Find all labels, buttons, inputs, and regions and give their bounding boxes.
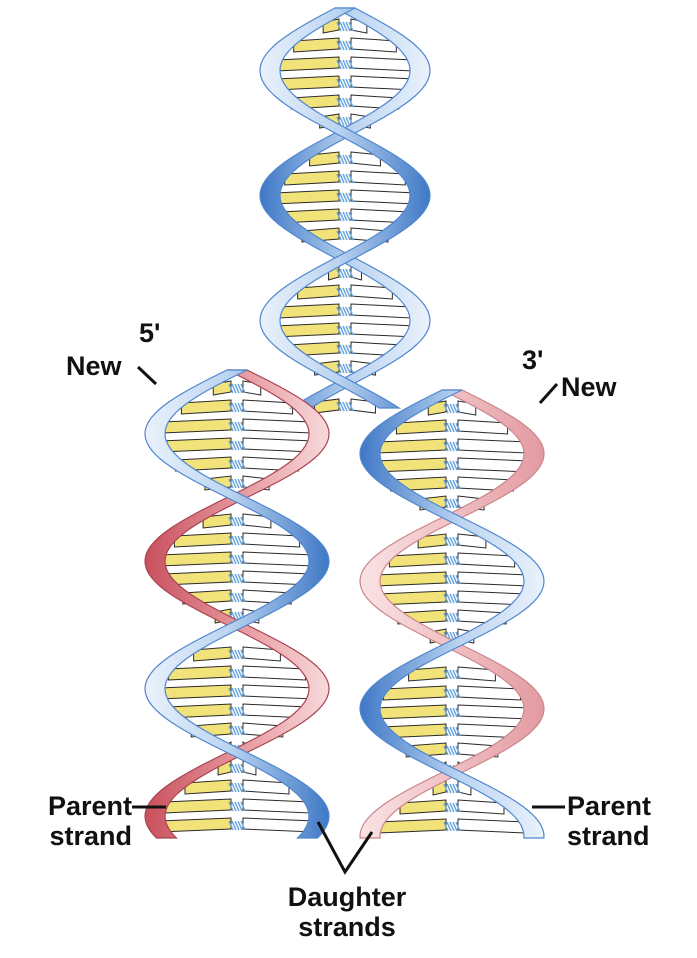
daughter-strands-label: Daughter strands — [252, 882, 442, 942]
parent-helix-base-left — [277, 57, 339, 71]
parent-strand-label-right-line1: Parent — [567, 791, 651, 821]
left-daughter-helix-base-right — [243, 552, 314, 566]
parent-helix-base-left — [278, 304, 339, 318]
leader-new-right — [540, 384, 557, 403]
right-daughter-helix-base-left — [375, 572, 446, 586]
right-daughter-helix-base-left — [384, 686, 446, 700]
left-daughter-helix-base-right — [243, 419, 312, 433]
left-daughter-helix-base-right — [243, 799, 310, 813]
right-daughter-helix-base-right — [458, 553, 515, 567]
left-daughter-helix-base-left — [164, 799, 231, 813]
parent-strand-label-left: Parent strand — [20, 791, 132, 851]
daughter-strands-label-line1: Daughter — [252, 882, 442, 912]
left-daughter-helix-base-left — [160, 552, 231, 566]
right-daughter-helix-base-left — [379, 819, 446, 833]
parent-helix-base-left — [285, 171, 339, 185]
right-daughter-helix-base-left — [374, 705, 446, 719]
right-daughter-helix-base-right — [458, 686, 520, 700]
parent-helix-base-right — [351, 190, 416, 204]
leader-new-left — [138, 367, 156, 384]
new-strand-label-right: New — [561, 372, 617, 402]
parent-helix-base-right — [351, 57, 413, 71]
parent-strand-label-right: Parent strand — [567, 791, 651, 851]
left-daughter-helix-base-left — [169, 666, 231, 680]
left-daughter-helix-base-right — [243, 685, 315, 699]
parent-strand-label-left-line1: Parent — [20, 791, 132, 821]
right-daughter-helix-base-right — [458, 705, 530, 719]
left-daughter-helix-base-right — [243, 666, 305, 680]
parent-helix-base-right — [351, 171, 405, 185]
left-daughter-helix-base-left — [159, 685, 231, 699]
left-daughter-helix-base-right — [243, 533, 300, 547]
left-daughter-helix-base-left — [174, 533, 231, 547]
parent-helix-base-left — [274, 190, 339, 204]
base-pair-rungs — [159, 19, 530, 833]
right-daughter-helix-base-right — [458, 439, 527, 453]
right-daughter-helix-base-right — [458, 572, 529, 586]
right-daughter-helix-base-right — [458, 819, 525, 833]
daughter-strands-label-line2: strands — [252, 912, 442, 942]
five-prime-label: 5' — [139, 318, 160, 348]
new-strand-label-left: New — [66, 351, 122, 381]
parent-helix-base-right — [351, 304, 412, 318]
left-daughter-helix-base-left — [162, 419, 231, 433]
right-daughter-helix-base-left — [377, 439, 446, 453]
parent-strand-label-left-line2: strand — [20, 821, 132, 851]
three-prime-label: 3' — [522, 345, 543, 375]
right-daughter-helix-base-left — [389, 553, 446, 567]
parent-strand-label-right-line2: strand — [567, 821, 651, 851]
